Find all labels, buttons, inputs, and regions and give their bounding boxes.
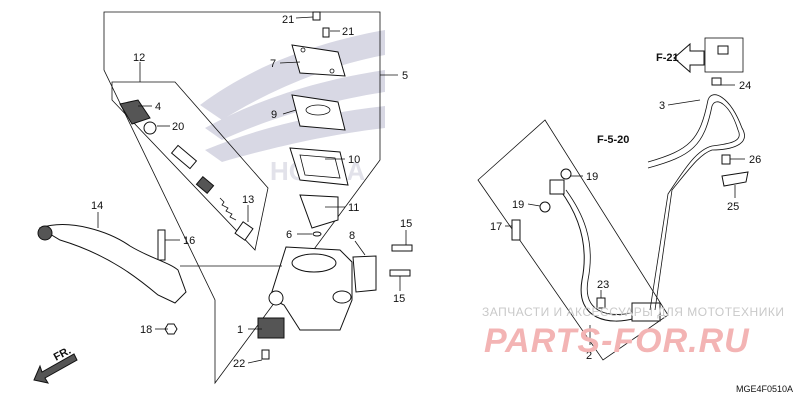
callout-1: 1 xyxy=(237,324,243,336)
watermark-logo: PARTS-FOR.RU xyxy=(484,322,750,360)
hose-upper-fitting xyxy=(549,179,565,195)
piston xyxy=(195,175,215,195)
callout-25: 25 xyxy=(727,201,739,213)
pivot-bolt xyxy=(157,229,166,261)
callout-12: 12 xyxy=(133,52,145,64)
holder-bolt-upper xyxy=(391,244,413,252)
clamp-24 xyxy=(711,77,722,86)
callout-24: 24 xyxy=(739,80,751,92)
brake-pipe xyxy=(647,94,745,311)
sealing-washer-lower xyxy=(539,201,551,213)
callout-23: 23 xyxy=(597,279,609,291)
callout-26: 26 xyxy=(749,154,761,166)
diagram-code: MGE4F0510A xyxy=(736,384,793,394)
boot xyxy=(119,99,151,125)
callout-20: 20 xyxy=(172,121,184,133)
front-direction-arrow-icon xyxy=(33,353,78,384)
bolt-26 xyxy=(721,154,731,165)
callout-2: 2 xyxy=(586,350,592,362)
switch-screw xyxy=(261,349,270,360)
callout-13: 13 xyxy=(242,194,254,206)
seat xyxy=(234,221,254,241)
callout-10: 10 xyxy=(348,154,360,166)
callout-9: 9 xyxy=(271,109,277,121)
stop-switch xyxy=(257,317,285,339)
callouts: 21 21 12 7 5 4 20 9 10 11 13 14 16 6 8 1… xyxy=(91,14,761,370)
callout-14: 14 xyxy=(91,200,103,212)
clamp-25 xyxy=(721,171,749,187)
brake-hose xyxy=(559,189,637,322)
callout-4: 4 xyxy=(155,101,161,113)
screw-top-right xyxy=(322,27,330,38)
callout-7: 7 xyxy=(270,58,276,70)
callout-18: 18 xyxy=(140,324,152,336)
holder xyxy=(352,255,377,293)
spring xyxy=(219,197,237,221)
callout-11: 11 xyxy=(348,202,359,214)
screw-top-left xyxy=(312,11,321,21)
reference-f21: F-21 xyxy=(656,52,679,64)
group-outline-brake-hose xyxy=(477,119,669,361)
callout-17: 17 xyxy=(490,221,502,233)
watermark-tagline: ЗАПЧАСТИ И АКСЕССУАРЫ ДЛЯ МОТОТЕХНИКИ xyxy=(482,305,784,319)
arrow-left-icon xyxy=(673,42,705,74)
circlip xyxy=(143,121,157,135)
reference-f520: F-5-20 xyxy=(597,134,629,146)
callout-3: 3 xyxy=(659,100,665,112)
group-outline-piston-set xyxy=(111,81,269,251)
callout-16: 16 xyxy=(183,235,195,247)
hose-lower-fitting xyxy=(631,302,661,322)
washer xyxy=(312,231,322,237)
callout-15-lower: 15 xyxy=(393,293,405,305)
holder-bolt-lower xyxy=(389,269,411,277)
set-plate xyxy=(291,94,346,131)
sealing-washer-upper xyxy=(560,168,572,180)
callout-19-upper: 19 xyxy=(586,171,598,183)
callout-22: 22 xyxy=(233,358,245,370)
callout-6: 6 xyxy=(286,229,292,241)
reservoir-cover xyxy=(291,44,346,77)
brake-lever xyxy=(38,224,187,304)
callout-21-top-left: 21 xyxy=(282,14,294,26)
callout-5: 5 xyxy=(402,70,408,82)
reference-bolt-box xyxy=(704,37,744,73)
oil-bolt-17 xyxy=(511,219,521,241)
callout-15-upper: 15 xyxy=(400,218,412,230)
diaphragm xyxy=(289,147,349,186)
callout-21-top-right: 21 xyxy=(342,26,354,38)
group-outline-master-cylinder xyxy=(103,11,381,385)
callout-19-lower: 19 xyxy=(512,199,524,211)
callout-8: 8 xyxy=(349,230,355,242)
float xyxy=(299,194,339,229)
leader-lines xyxy=(97,16,745,364)
piston-rod xyxy=(170,144,198,170)
